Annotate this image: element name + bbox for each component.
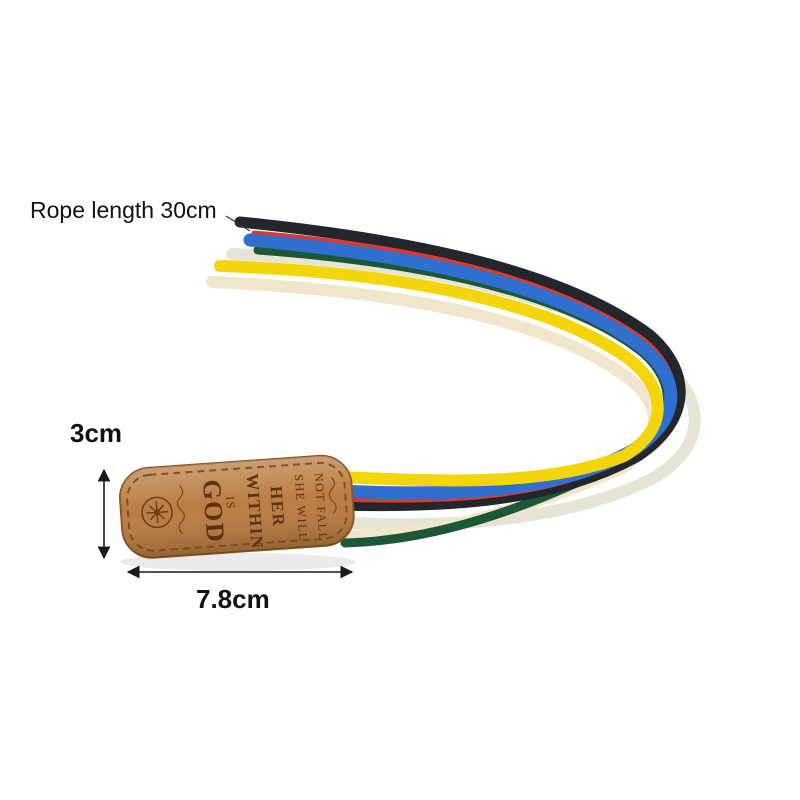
- cross-emblem: [141, 496, 173, 529]
- tag-line-her: HER: [267, 485, 289, 528]
- ribbon-yellow: [214, 260, 664, 487]
- tag-stitching: [126, 461, 348, 552]
- ribbon-bundle: [206, 216, 701, 548]
- tag-width-label: 7.8cm: [196, 584, 270, 614]
- rope-length-label: Rope length 30cm: [30, 197, 217, 223]
- tag-line-god: GOD: [197, 478, 230, 544]
- tag-line-she-will: SHE WILL: [292, 474, 311, 542]
- tag-line-is: IS: [223, 496, 238, 511]
- tag-line-not-fall: NOT FALL: [312, 473, 331, 542]
- rope-leader-line: [225, 215, 251, 232]
- tag-shading: [120, 455, 354, 558]
- tag-height-label: 3cm: [70, 418, 123, 448]
- flourish-left: [176, 485, 185, 535]
- ribbon-blue: [243, 233, 678, 500]
- flourish-right: [328, 476, 337, 514]
- leather-tag: GOD IS WITHIN HER SHE WILL NOT FALL: [119, 454, 355, 559]
- ribbon-black: [234, 216, 686, 512]
